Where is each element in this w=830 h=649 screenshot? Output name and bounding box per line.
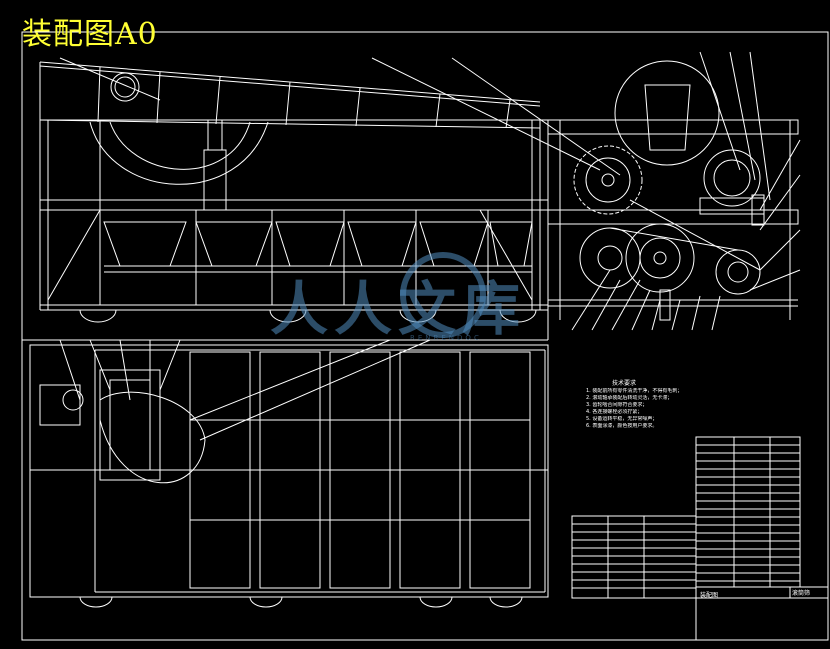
tech-requirements-list: 1. 装配前所有零件清洗干净，不得有毛刺； 2. 滚动轴承装配后转动灵活，无卡滞… bbox=[586, 388, 691, 430]
top-view bbox=[29, 339, 549, 608]
title-block-label: 装配图 bbox=[700, 592, 719, 599]
drawing-border bbox=[21, 31, 829, 641]
watermark-sub: RENRENDOC bbox=[410, 334, 482, 342]
tech-requirement-item: 4. 各连接螺栓必须拧紧； bbox=[586, 409, 643, 415]
drawing-title: 装配图A0 bbox=[22, 17, 158, 52]
watermark: 人人文库 bbox=[270, 275, 527, 343]
title-block-name: 滚筒筛 bbox=[792, 590, 811, 597]
watermark-ring bbox=[400, 252, 486, 338]
tech-requirements-heading: 技术要求 bbox=[612, 380, 637, 387]
title-block bbox=[571, 436, 828, 640]
side-view bbox=[547, 51, 801, 331]
tech-requirement-item: 1. 装配前所有零件清洗干净，不得有毛刺； bbox=[586, 388, 683, 394]
tech-requirement-item: 3. 齿轮啮合间隙符合要求； bbox=[586, 402, 648, 408]
tech-requirement-item: 2. 滚动轴承装配后转动灵活，无卡滞； bbox=[586, 395, 673, 401]
tech-requirement-item: 5. 设备运转平稳，无异常噪声； bbox=[586, 416, 658, 422]
tech-requirement-item: 6. 表面涂漆，颜色按用户要求。 bbox=[586, 423, 658, 429]
